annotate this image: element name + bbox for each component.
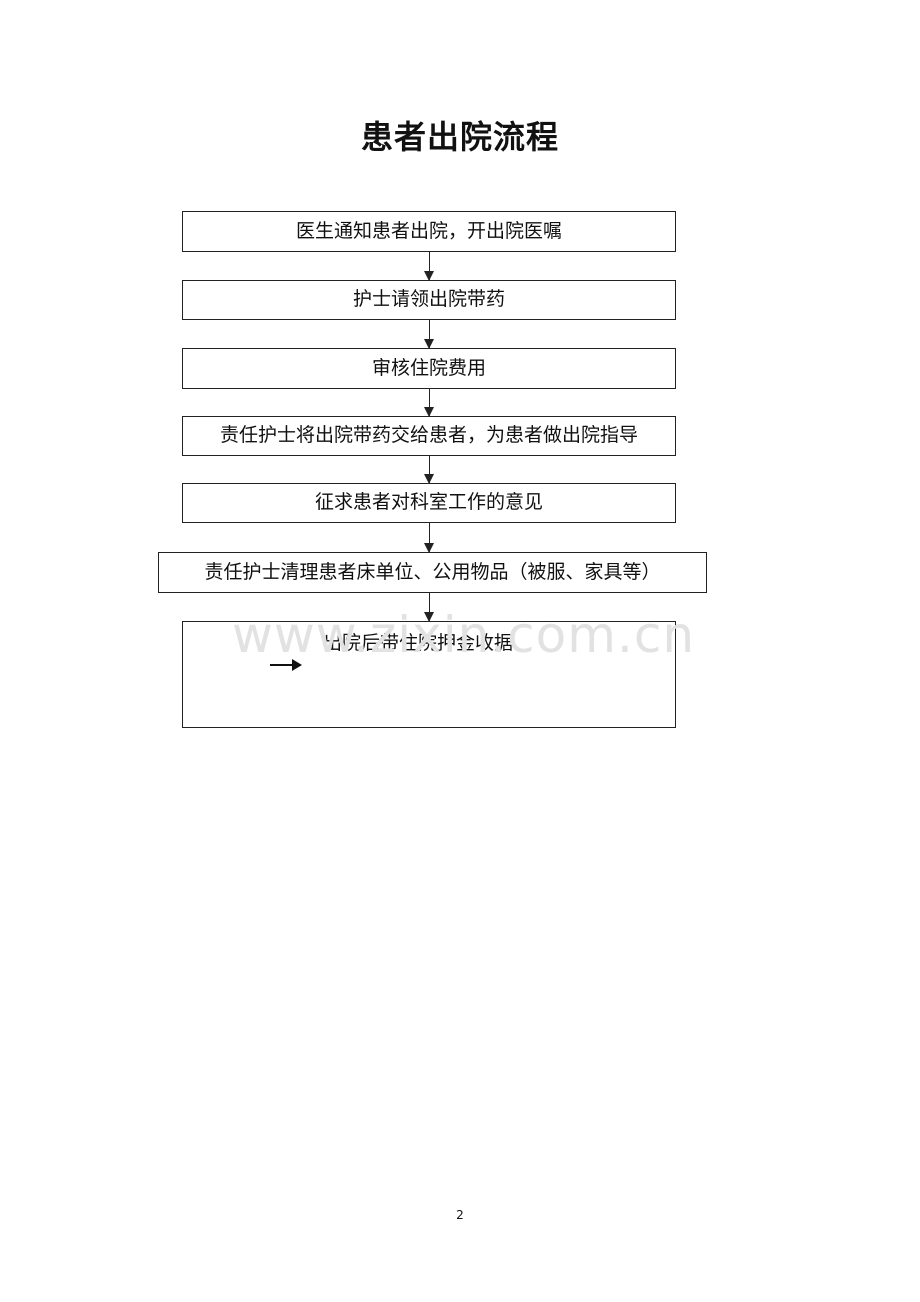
step-deposit-receipt: 出院后带住院押金收据 [182,621,676,728]
flow-arrow [424,389,434,417]
page-title: 患者出院流程 [360,118,559,156]
step-doctor-notify: 医生通知患者出院，开出院医嘱 [182,211,676,252]
step-collect-feedback: 征求患者对科室工作的意见 [182,483,676,523]
right-arrow-icon [270,659,302,671]
flow-arrow [424,593,434,622]
step-discharge-guidance: 责任护士将出院带药交给患者，为患者做出院指导 [182,416,676,456]
flow-arrow [424,456,434,484]
step-clean-bed-unit: 责任护士清理患者床单位、公用物品（被服、家具等） [158,552,707,593]
step-review-fees: 审核住院费用 [182,348,676,389]
flow-arrow [424,252,434,281]
page-number: 2 [456,1208,464,1222]
flow-arrow [424,320,434,349]
flow-arrow [424,523,434,553]
step-request-medication: 护士请领出院带药 [182,280,676,320]
